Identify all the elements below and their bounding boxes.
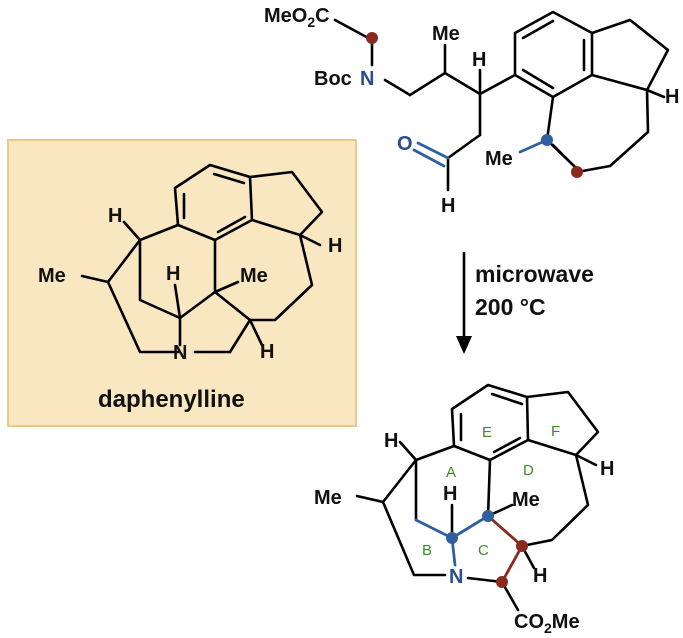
daph-h1-label: H: [108, 205, 122, 227]
condition-line-1: microwave: [475, 261, 594, 287]
red-atom-marker: [496, 576, 508, 588]
aldehyde-o-label: O: [397, 133, 413, 155]
ester-top-label: MeO2C: [264, 5, 330, 30]
blue-atom-marker: [541, 134, 553, 146]
condition-line-2: 200 °C: [475, 294, 546, 320]
boc-label: Boc: [314, 68, 352, 90]
allene-me-label: Me: [485, 148, 513, 170]
blue-atom-marker: [482, 510, 494, 522]
daph-h4-label: H: [260, 341, 274, 363]
substrate-me-label: Me: [432, 23, 460, 45]
substrate-h-label: H: [472, 49, 486, 71]
daph-n-label: N: [173, 342, 187, 364]
red-atom-marker: [571, 166, 583, 178]
product-structure: H H Me H Me N H CO2Me A B C D E F: [314, 383, 614, 636]
red-atom-marker: [366, 32, 378, 44]
product-h4-label: H: [533, 565, 547, 587]
ring-a-label: A: [446, 464, 456, 481]
product-me1-label: Me: [314, 487, 342, 509]
blue-atom-marker: [446, 532, 458, 544]
daphenylline-name: daphenylline: [98, 386, 245, 413]
ring-f-label: F: [551, 423, 560, 440]
ring-d-label: D: [523, 462, 534, 479]
ring-e-label: E: [482, 424, 492, 441]
daph-h2-label: H: [166, 263, 180, 285]
ring-b-label: B: [422, 542, 432, 559]
substrate-n-label: N: [360, 68, 374, 90]
aldehyde-h-label: H: [441, 195, 455, 217]
red-atom-marker: [516, 540, 528, 552]
product-n-label: N: [449, 566, 463, 588]
product-h1-label: H: [384, 430, 398, 452]
product-me2-label: Me: [512, 489, 540, 511]
daph-me2-label: Me: [240, 265, 268, 287]
daph-me1-label: Me: [38, 265, 66, 287]
product-h3-label: H: [443, 483, 457, 505]
substrate-aryl-h-label: H: [665, 86, 679, 108]
reaction-arrow: microwave 200 °C: [456, 252, 594, 354]
daphenylline-box: [7, 139, 357, 427]
daphenylline-panel: H Me H Me H N H daphenylline: [7, 139, 357, 427]
product-h2-label: H: [600, 458, 614, 480]
product-co2me-label: CO2Me: [514, 611, 580, 636]
daph-h3-label: H: [328, 235, 342, 257]
ring-c-label: C: [478, 542, 489, 559]
substrate-structure: MeO2C Boc N Me H H O H Me: [264, 5, 679, 217]
